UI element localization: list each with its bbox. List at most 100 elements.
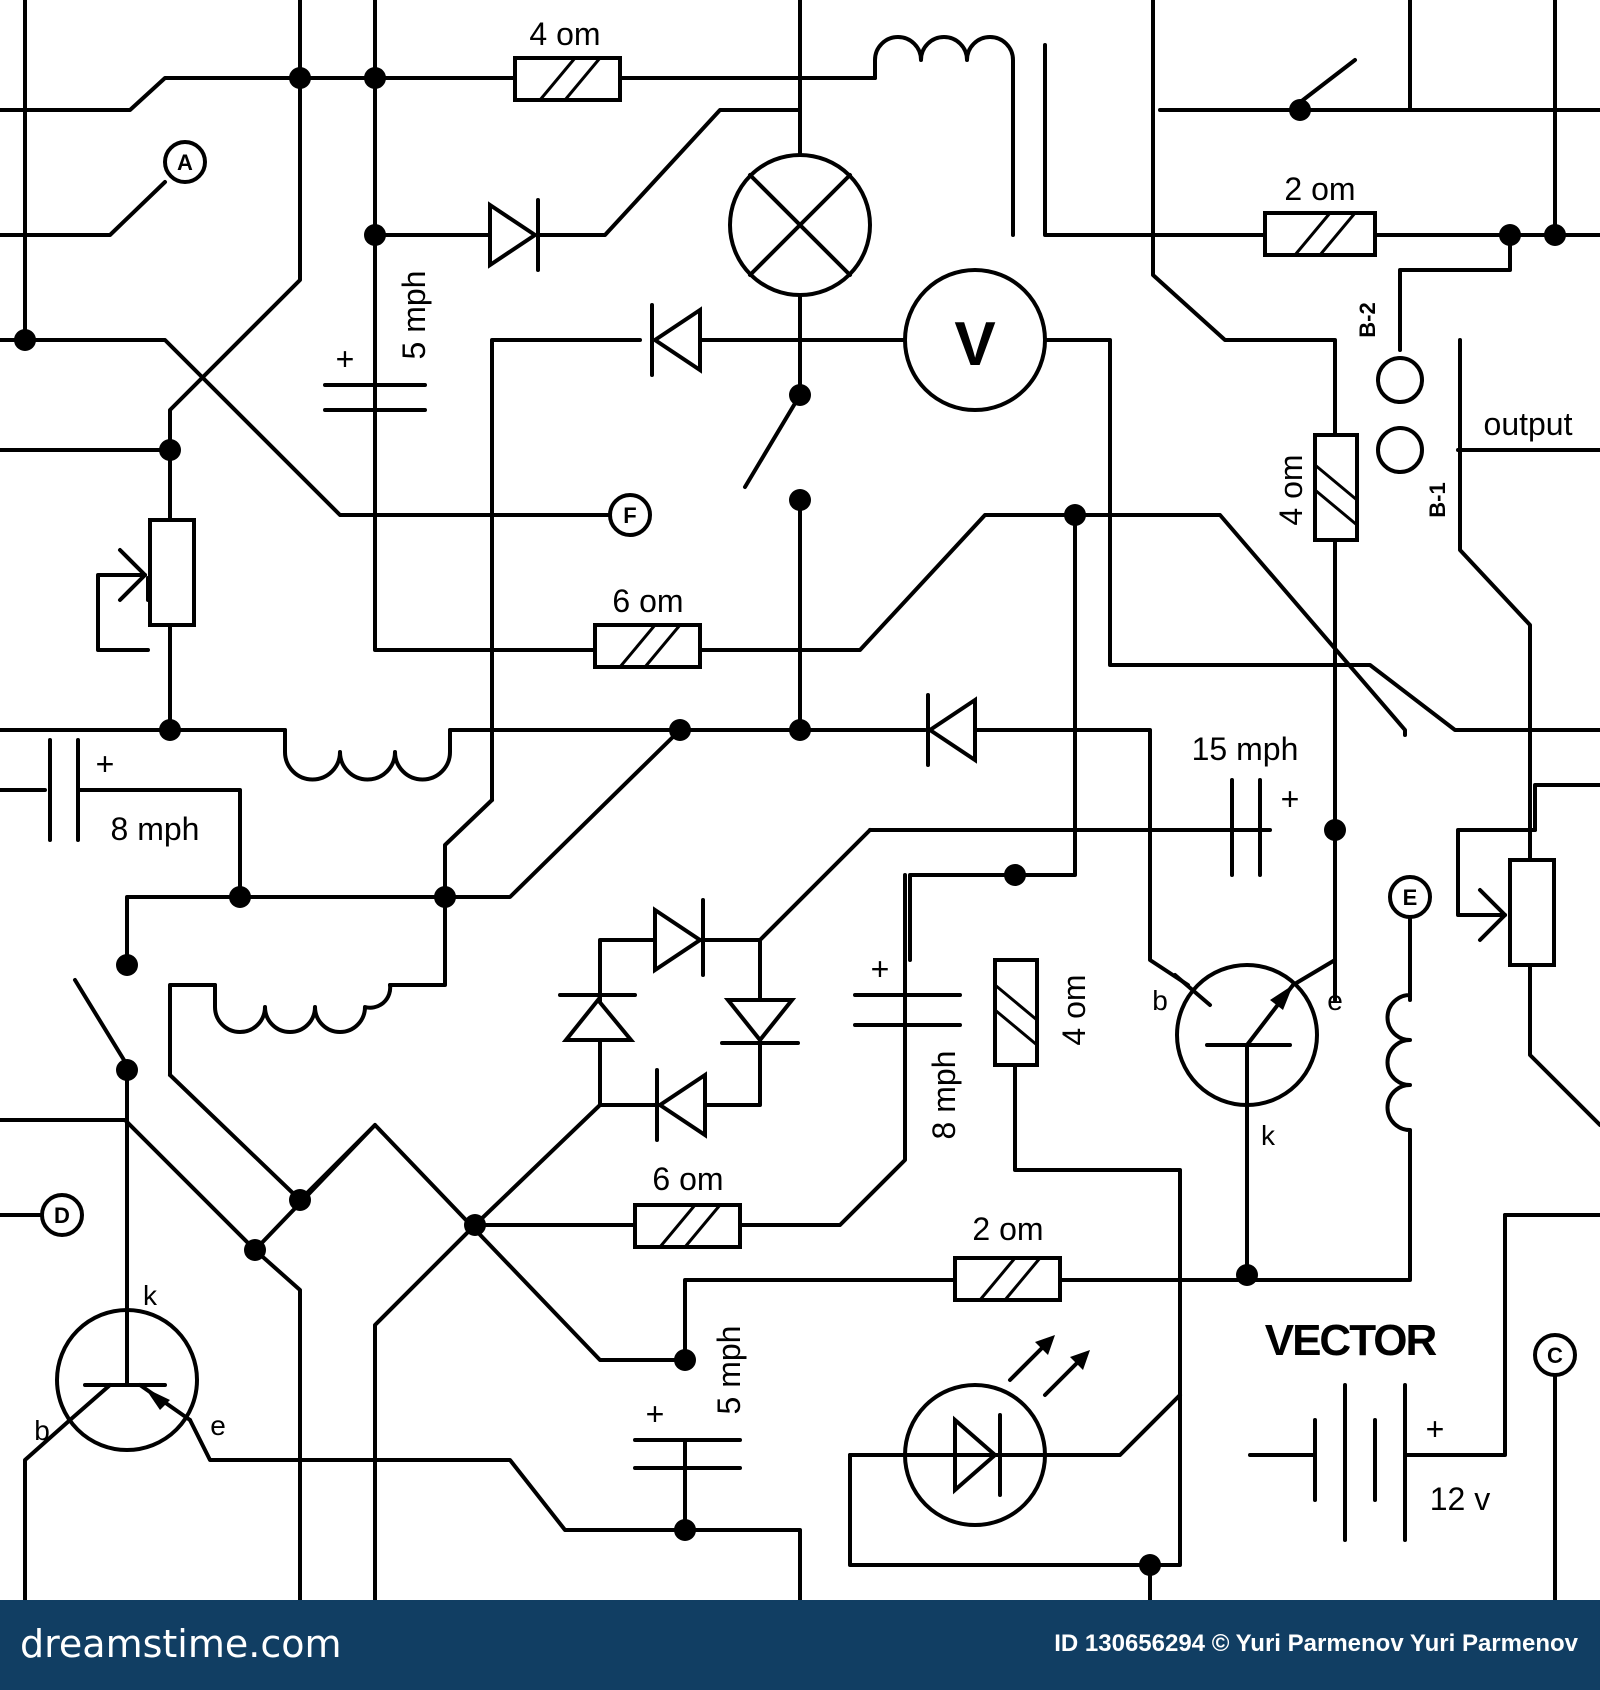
brand-logo: dreamstime.com [20,1622,342,1666]
wire [298,1123,377,1202]
resistor-right-top: 2 om [1263,171,1377,257]
resistor-label: 6 om [612,583,683,619]
wire [1058,1158,1412,1282]
lamp [728,153,872,297]
wire [188,1418,687,1532]
image-credit: ID 130656294 © Yuri Parmenov Yuri Parmen… [1054,1630,1578,1657]
inductor-middle [283,728,452,782]
wire [78,788,242,899]
capacitor-plus: + [1281,781,1300,817]
diode-top [488,198,540,272]
wire [0,180,167,237]
wire [538,108,802,237]
diode-middle [926,693,977,767]
wire [698,513,1407,737]
wire [373,0,597,652]
capacitor-left: + 8 mph [48,738,200,847]
resistor-label: 4 om [1056,974,1092,1045]
resistor-middle: 6 om [593,583,702,669]
diodes [488,198,977,1142]
wire [973,728,1222,832]
capacitor-label: 15 mph [1192,731,1299,767]
resistor-vertical-mid: 4 om [993,958,1092,1067]
battery-label: 12 v [1430,1481,1490,1517]
terminal-e: E [1388,875,1432,919]
wire [1403,1213,1507,1457]
inductor-right [1385,913,1412,1162]
wire [0,338,612,517]
wire [1291,958,1337,987]
wire [1013,1053,1182,1567]
pin-label: b [34,1415,50,1446]
resistor-label: 4 om [529,16,600,52]
socket-label: B-1 [1425,482,1450,517]
pin-label: k [1261,1120,1276,1151]
wire [0,76,517,112]
schematic-svg: 4 om 2 om 4 om 6 om 4 om 6 om [0,0,1600,1602]
wire [1043,1393,1182,1457]
wire [253,1123,687,1362]
transistor-left: k b e [34,1280,226,1452]
wires [0,0,1600,1602]
wire [373,1103,602,1602]
potentiometer-right [1456,828,1556,967]
wire [1398,233,1512,352]
led [903,1335,1090,1527]
inductor-top [873,35,1015,237]
wire [168,1073,302,1202]
switch-left [73,978,129,1067]
wire [125,728,682,967]
inductor-lower [213,983,393,1034]
ammeter: A [163,140,207,184]
terminals: F D E C B-2 B-1 output [40,302,1577,1377]
capacitor-bottom: + 5 mph [633,1326,747,1470]
pin-label: e [1327,985,1343,1016]
junctions [14,67,1566,1576]
socket-b2: B-2 [1355,302,1424,404]
resistor-label: 2 om [972,1211,1043,1247]
bridge-diode-left [558,993,637,1042]
wire [758,828,872,942]
resistor-top: 4 om [513,16,622,102]
wire [848,1453,1152,1602]
wire [683,1278,957,1362]
capacitor-label: 8 mph [111,811,200,847]
inductors [213,35,1412,1162]
battery-plus: + [1426,1411,1445,1447]
wire [0,448,172,522]
capacitor-mid: + 8 mph [853,951,962,1140]
wire [1043,338,1600,732]
voltmeter: V [903,268,1047,412]
footer-bar: dreamstime.com ID 130656294 © Yuri Parme… [0,1600,1600,1690]
battery: + 12 v [1313,1383,1490,1542]
transistor-right: b e k [1152,963,1343,1151]
capacitor-plus: + [336,341,355,377]
wire [1528,963,1600,1127]
wire [683,1528,802,1602]
bridge-diode-top [653,898,705,977]
svg-text:C: C [1547,1343,1563,1368]
capacitor-label: 8 mph [926,1051,962,1140]
terminal-d: D [40,1193,84,1237]
resistor-vertical-right: 4 om [1273,433,1359,542]
switches [73,58,1357,1067]
wire [388,798,494,987]
pin-label: k [143,1280,158,1311]
terminal-f: F [608,493,652,537]
capacitor-label: 5 mph [711,1326,747,1415]
wire [738,873,907,1227]
potentiometer-left [96,518,196,652]
wire [168,983,217,1077]
socket-b1: B-1 output [1376,406,1573,518]
bridge-diode-right [720,998,800,1045]
socket-label: B-2 [1355,302,1380,337]
wire [1458,338,1532,862]
vector-logo: VECTOR [1265,1316,1437,1365]
svg-text:F: F [623,503,636,528]
terminal-c: C [1533,1333,1577,1377]
diode-voltmeter [650,303,702,377]
wire [598,938,762,1107]
ammeter-label: A [177,150,193,175]
pin-label: b [1152,985,1168,1016]
